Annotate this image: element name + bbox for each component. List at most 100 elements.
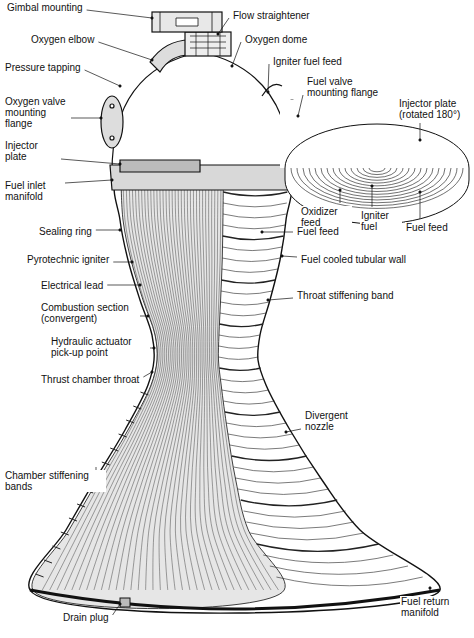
leader-dot xyxy=(285,431,287,433)
leader-line xyxy=(232,42,241,66)
band-line xyxy=(230,445,300,449)
injector-rings xyxy=(291,168,463,208)
injector-ring xyxy=(369,168,385,172)
part-label: Fuel valve mounting flange xyxy=(306,76,388,98)
oxygen-elbow xyxy=(150,40,190,72)
band-line xyxy=(250,533,364,540)
bolt xyxy=(110,104,114,108)
leader-dot xyxy=(151,371,153,373)
leader-line xyxy=(372,186,373,207)
band-tick xyxy=(36,574,44,577)
leader-line xyxy=(98,42,152,60)
part-label: Chamber stiffening bands xyxy=(4,470,106,492)
leader-line xyxy=(268,64,269,92)
band-line xyxy=(238,489,329,494)
tube-line xyxy=(165,178,189,590)
band-tick xyxy=(102,462,110,465)
leader-dot xyxy=(419,139,421,141)
band-tick xyxy=(77,504,85,507)
band-line xyxy=(228,434,293,438)
tube-line xyxy=(146,178,184,590)
leader-dot xyxy=(371,185,373,187)
band-line xyxy=(276,577,422,586)
band-line xyxy=(219,335,260,337)
injector-ring xyxy=(309,168,445,200)
leader-line xyxy=(87,10,152,18)
band-tick xyxy=(126,420,134,423)
injector-ring xyxy=(339,168,415,186)
leader-line xyxy=(96,230,120,231)
band-line xyxy=(221,302,270,305)
part-label: Gimbal mounting xyxy=(6,2,84,13)
leader-line xyxy=(420,192,421,219)
leader-dot xyxy=(100,117,102,119)
band-line xyxy=(219,357,259,359)
leader-dot xyxy=(151,59,153,61)
band-line xyxy=(234,467,314,472)
part-label: Oxidizer feed xyxy=(300,206,352,228)
band-line xyxy=(257,544,379,551)
leader-dot xyxy=(217,33,219,35)
part-label: Drain plug xyxy=(62,612,110,623)
leader-dot xyxy=(297,115,299,117)
stiffening-bands xyxy=(219,192,423,586)
part-label: Divergent nozzle xyxy=(304,410,361,432)
part-label: Sealing ring xyxy=(38,226,93,237)
tube-line xyxy=(193,178,212,590)
leader-dot xyxy=(339,189,341,191)
straightener-vanes xyxy=(190,32,226,56)
leader-dot xyxy=(281,255,283,257)
injector-ring xyxy=(297,168,457,206)
leader-line xyxy=(282,256,297,257)
leader-line xyxy=(65,180,112,183)
leader-line xyxy=(218,18,229,34)
part-label: Oxygen dome xyxy=(244,34,308,45)
part-label: Pyrotechnic igniter xyxy=(26,254,110,265)
part-label: Injector plate xyxy=(4,140,58,162)
band-line xyxy=(219,346,259,348)
leader-line xyxy=(61,159,120,164)
cutaway-interior xyxy=(32,178,285,609)
band-line xyxy=(225,412,281,415)
gimbal-detail xyxy=(160,12,212,32)
leader-line xyxy=(298,95,303,116)
band-line xyxy=(222,390,269,393)
tube-line xyxy=(180,178,194,590)
leader-dot xyxy=(151,17,153,19)
part-label: Injector plate (rotated 180°) xyxy=(398,98,474,120)
band-line xyxy=(219,368,260,370)
leader-dot xyxy=(267,299,269,301)
part-label: Electrical lead xyxy=(40,280,104,291)
leader-line xyxy=(71,118,101,119)
band-tick xyxy=(110,448,118,451)
part-label: Oxygen elbow xyxy=(30,34,95,45)
band-line xyxy=(221,291,272,294)
leader-dot xyxy=(419,191,421,193)
band-line xyxy=(223,192,287,196)
leader-line xyxy=(262,232,293,233)
leader-line xyxy=(420,123,421,140)
part-label: Fuel inlet manifold xyxy=(4,180,62,202)
leader-line xyxy=(340,190,341,203)
leader-dot xyxy=(119,163,121,165)
flow-straightener xyxy=(185,32,231,56)
band-line xyxy=(223,236,284,240)
part-label: Fuel return manifold xyxy=(400,596,462,618)
injector-ring xyxy=(303,168,451,203)
band-line xyxy=(223,225,285,229)
part-label: Fuel feed xyxy=(296,226,340,237)
leader-line xyxy=(113,262,132,263)
band-tick xyxy=(133,406,141,409)
part-label: Flow straightener xyxy=(232,10,311,21)
igniter-fuel-pipe xyxy=(262,84,282,96)
band-line xyxy=(222,258,280,261)
tube-line xyxy=(138,178,181,590)
part-label: Fuel feed xyxy=(405,222,449,233)
leader-dot xyxy=(261,231,263,233)
injector-ring xyxy=(333,168,421,189)
injector-plate xyxy=(120,160,200,172)
drain-plug xyxy=(120,598,130,607)
leader-dot xyxy=(429,587,431,589)
band-line xyxy=(219,324,263,327)
injector-ring xyxy=(351,168,403,180)
